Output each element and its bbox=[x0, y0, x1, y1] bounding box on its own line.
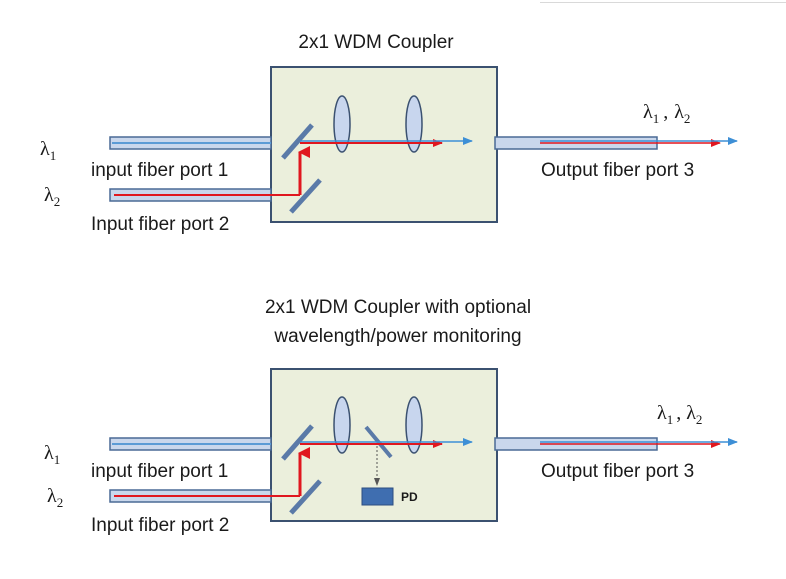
diagram-top: 2x1 WDM Coupler λ1 bbox=[40, 32, 738, 235]
diagram-bottom: 2x1 WDM Coupler with optional wavelength… bbox=[44, 297, 738, 536]
diagram-bottom-title-line2: wavelength/power monitoring bbox=[273, 326, 521, 347]
diagram-top-title: 2x1 WDM Coupler bbox=[298, 32, 454, 53]
lens-2-top bbox=[405, 95, 423, 153]
port1-label-top: input fiber port 1 bbox=[91, 160, 228, 181]
lambda1-label-bottom: λ1 bbox=[44, 442, 60, 467]
pd-label: PD bbox=[401, 490, 418, 504]
output-lambdas-bottom: λ1,λ2 bbox=[657, 402, 702, 427]
corner-divider-line bbox=[540, 0, 786, 3]
port2-label-top: Input fiber port 2 bbox=[91, 214, 229, 235]
lens-1-top bbox=[333, 95, 351, 153]
lambda2-label-top: λ2 bbox=[44, 184, 60, 209]
lens-1-bottom bbox=[333, 396, 351, 454]
diagram-bottom-title-line1: 2x1 WDM Coupler with optional bbox=[265, 297, 531, 318]
port1-label-bottom: input fiber port 1 bbox=[91, 461, 228, 482]
lens-2-bottom bbox=[405, 396, 423, 454]
lambda2-label-bottom: λ2 bbox=[47, 485, 63, 510]
output-lambdas-top: λ1,λ2 bbox=[643, 101, 690, 126]
port2-label-bottom: Input fiber port 2 bbox=[91, 515, 229, 536]
fold-mirror-bottom bbox=[289, 479, 322, 515]
lambda1-label-top: λ1 bbox=[40, 138, 56, 163]
dichroic-mirror-bottom bbox=[281, 424, 314, 461]
fold-mirror-top bbox=[289, 178, 322, 214]
photodiode bbox=[361, 487, 394, 506]
port3-label-top: Output fiber port 3 bbox=[541, 160, 694, 181]
dichroic-mirror-top bbox=[281, 123, 314, 160]
port3-label-bottom: Output fiber port 3 bbox=[541, 461, 694, 482]
